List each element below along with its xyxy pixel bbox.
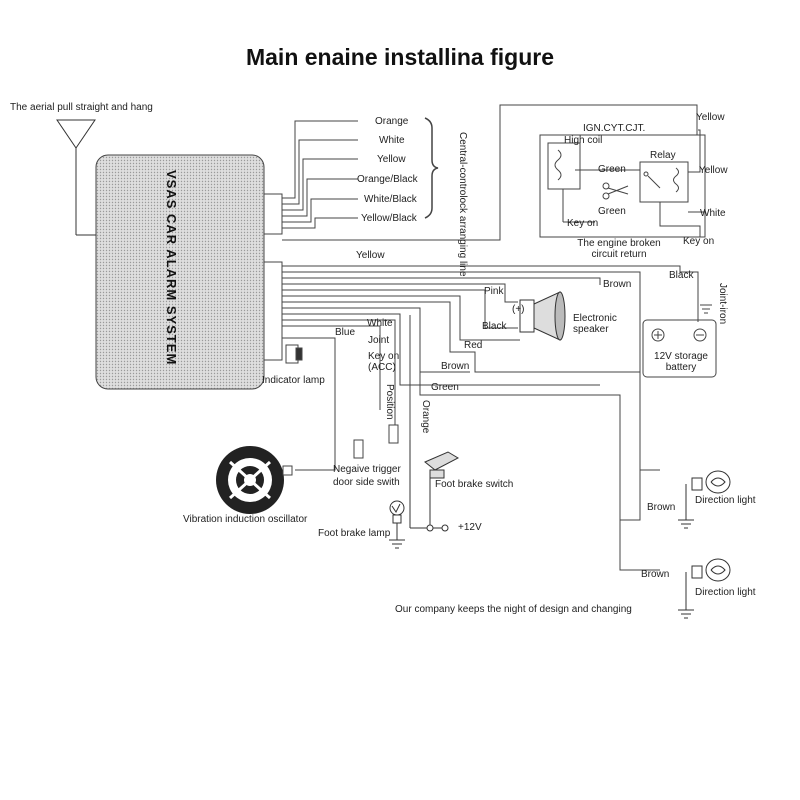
wire-yellow-label: Yellow	[356, 250, 385, 261]
joint-iron-label: Joint-iron	[717, 283, 728, 325]
wire-brown-dl2-label: Brown	[641, 569, 670, 580]
wire-black-speaker-label: Black	[482, 321, 507, 332]
ign-relay: Relay	[650, 150, 676, 161]
alarm-unit-label: VSAS CAR ALARM SYSTEM	[164, 170, 179, 366]
wire-blue-label: Blue	[335, 327, 356, 338]
connector-top	[263, 193, 283, 235]
foot-brake-switch-icon	[424, 451, 460, 529]
aerial-antenna	[56, 119, 100, 236]
foot-brake-lamp-icon	[389, 440, 449, 549]
wire-green-label: Green	[431, 382, 459, 393]
foot-brake-switch-label: Foot brake switch	[435, 479, 514, 490]
wire-label-white: White	[379, 135, 405, 146]
wire-brown-top-label: Brown	[603, 279, 632, 290]
ign-caption: The engine broken circuit return	[577, 238, 661, 260]
main-harness-wires	[282, 104, 699, 571]
direction-light-1-icon	[678, 470, 731, 529]
indicator-lamp-connector	[285, 344, 303, 364]
ign-yellow-top: Yellow	[696, 112, 725, 123]
ign-high-coil: High coil	[564, 135, 603, 146]
wire-label-yellow-black: Yellow/Black	[361, 213, 417, 224]
wire-label-yellow: Yellow	[377, 154, 406, 165]
central-lock-label: Central-controlock arranging line	[457, 132, 468, 277]
direction-light-1-label: Direction light	[695, 495, 756, 506]
vibration-sensor-icon	[216, 446, 293, 514]
wire-label-orange-black: Orange/Black	[357, 174, 418, 185]
central-lock-wires	[282, 117, 439, 229]
vibration-label: Vibration induction oscillator	[183, 514, 308, 525]
ign-key-on-inner: Key on	[567, 218, 599, 229]
wire-joint-label: Joint	[368, 335, 390, 346]
aerial-label: The aerial pull straight and hang	[10, 102, 153, 113]
wire-key-on-acc-label: Key on (ACC)	[368, 351, 400, 373]
direction-light-2-label: Direction light	[695, 587, 756, 598]
speaker-label: Electronic speaker	[573, 313, 617, 335]
ign-yellow-mid: Yellow	[699, 165, 728, 176]
foot-brake-lamp-label: Foot brake lamp	[318, 528, 391, 539]
speaker-plus-label: (+)	[512, 304, 525, 315]
wire-brown-dl1-label: Brown	[647, 502, 676, 513]
battery-label: 12V storage battery	[654, 351, 708, 373]
indicator-lamp-label: Indicator lamp	[262, 375, 325, 386]
ign-title: IGN.CYT.CJT.	[583, 123, 646, 134]
wire-white-label: White	[367, 318, 393, 329]
wire-brown-mid-label: Brown	[441, 361, 470, 372]
footer-note: Our company keeps the night of design an…	[395, 604, 632, 615]
connector-bottom	[263, 261, 283, 361]
wire-orange-label: Orange	[420, 400, 431, 434]
battery-icon	[642, 285, 717, 378]
wire-label-white-black: White/Black	[364, 194, 417, 205]
trigger-connectors	[353, 424, 399, 459]
alarm-unit-body	[95, 154, 265, 390]
ign-green-top: Green	[598, 164, 626, 175]
wire-label-orange: Orange	[375, 116, 409, 127]
negative-trigger-label: Negaive trigger door side swith	[333, 464, 401, 488]
wire-black-label: Black	[669, 270, 694, 281]
direction-light-2-icon	[678, 558, 731, 619]
ign-relay-box	[539, 129, 706, 238]
wire-position-label: Position	[384, 384, 395, 420]
page-title: Main enaine installina figure	[245, 44, 554, 70]
ign-green-bottom: Green	[598, 206, 626, 217]
ign-key-on: Key on	[683, 236, 715, 247]
electronic-speaker-icon	[519, 291, 566, 341]
wire-pink-label: Pink	[484, 286, 504, 297]
plus12v-label: +12V	[458, 522, 482, 533]
ign-white: White	[700, 208, 726, 219]
wire-red-label: Red	[464, 340, 483, 351]
